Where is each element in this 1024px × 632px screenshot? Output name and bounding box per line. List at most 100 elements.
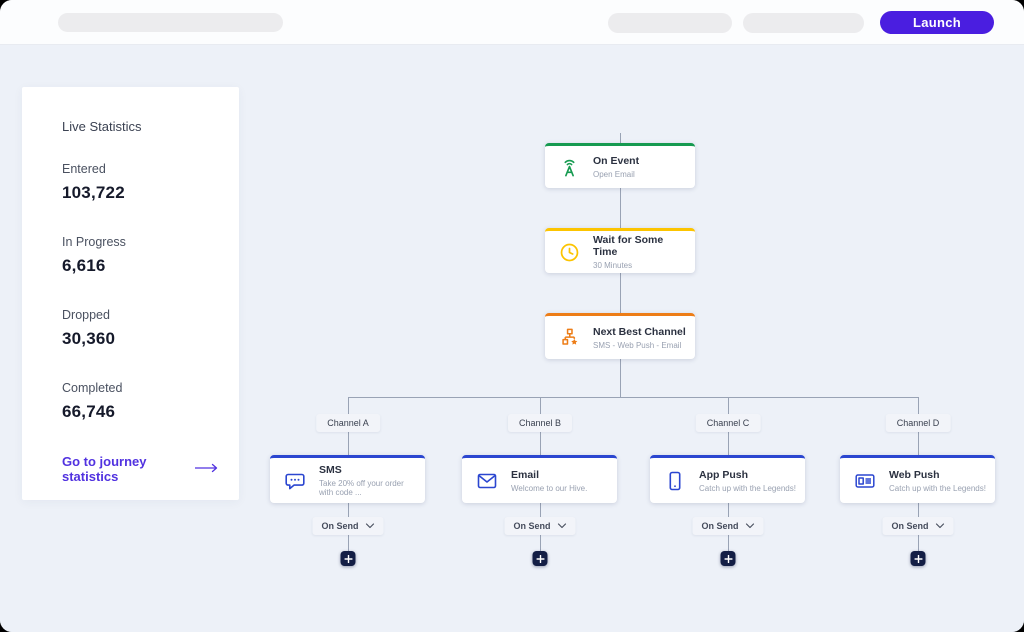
channel-label-b: Channel B: [507, 414, 573, 432]
connector-line: [348, 534, 349, 551]
stat-completed: Completed 66,746: [62, 381, 219, 422]
add-node-button[interactable]: [340, 551, 356, 566]
chevron-down-icon: [365, 521, 375, 531]
node-subtitle: Take 20% off your order with code ...: [319, 479, 404, 497]
node-title: SMS: [319, 464, 342, 476]
node-subtitle: Open Email: [593, 170, 635, 179]
node-subtitle: 30 Minutes: [593, 261, 633, 270]
stat-label: Completed: [62, 381, 123, 395]
node-text: App Push Catch up with the Legends!: [699, 469, 796, 493]
node-text: Web Push Catch up with the Legends!: [889, 469, 986, 493]
node-next-best-channel[interactable]: Next Best Channel SMS - Web Push - Email: [545, 313, 695, 359]
connector-line: [619, 188, 621, 228]
connector-line: [728, 503, 729, 517]
node-app-push[interactable]: App Push Catch up with the Legends!: [650, 455, 805, 503]
connector-line: [918, 431, 919, 455]
journey-statistics-link[interactable]: Go to journey statistics: [62, 454, 219, 484]
chevron-down-icon: [745, 521, 755, 531]
node-title: App Push: [699, 468, 748, 481]
node-subtitle: Catch up with the Legends!: [699, 483, 796, 493]
add-node-button[interactable]: [720, 551, 736, 566]
node-web-push[interactable]: Web Push Catch up with the Legends!: [840, 455, 995, 503]
journey-canvas: Live Statistics Entered 103,722 In Progr…: [0, 45, 1024, 632]
on-send-dropdown[interactable]: On Send: [882, 517, 954, 535]
stat-label: Dropped: [62, 308, 110, 322]
node-subtitle: Catch up with the Legends!: [889, 483, 986, 493]
email-icon: [475, 469, 499, 493]
journey-statistics-link-label: Go to journey statistics: [62, 454, 147, 484]
journey-name-input[interactable]: [58, 13, 283, 32]
connector-line: [348, 431, 349, 455]
back-button[interactable]: [24, 13, 44, 31]
stat-value: 103,722: [62, 183, 125, 202]
node-email[interactable]: Email Welcome to our Hive.: [462, 455, 617, 503]
node-text: Email Welcome to our Hive.: [511, 469, 587, 493]
toolbar-placeholder-button-2[interactable]: [743, 13, 864, 33]
on-send-label: On Send: [891, 521, 929, 531]
broadcast-icon: [558, 156, 581, 179]
connector-line: [348, 397, 918, 398]
live-statistics-panel: Live Statistics Entered 103,722 In Progr…: [22, 87, 239, 500]
web-push-icon: [853, 469, 877, 493]
stat-entered: Entered 103,722: [62, 162, 219, 203]
hierarchy-star-icon: [558, 326, 581, 349]
sms-icon: [283, 469, 307, 493]
node-title: Wait for Some Time: [593, 234, 664, 258]
node-subtitle: Welcome to our Hive.: [511, 483, 588, 493]
connector-line: [540, 397, 541, 414]
node-title: Email: [511, 468, 540, 481]
node-title: On Event: [593, 155, 640, 167]
on-send-label: On Send: [321, 521, 359, 531]
flow-graph: On Event Open Email Wait for Some Time 3…: [0, 45, 1024, 632]
connector-line: [348, 503, 349, 517]
connector-line: [540, 503, 541, 517]
connector-line: [540, 431, 541, 455]
add-node-button[interactable]: [532, 551, 548, 566]
toolbar-placeholder-button-1[interactable]: [608, 13, 732, 33]
node-text: SMS Take 20% off your order with code ..…: [319, 464, 417, 497]
arrow-left-icon: [24, 12, 43, 32]
app-push-icon: [663, 469, 687, 493]
stat-label: In Progress: [62, 235, 126, 249]
stat-dropped: Dropped 30,360: [62, 308, 219, 349]
connector-line: [619, 273, 621, 313]
add-node-button[interactable]: [910, 551, 926, 566]
node-text: On Event Open Email: [593, 155, 639, 179]
plus-icon: [343, 551, 353, 566]
node-title: Next Best Channel: [593, 325, 686, 338]
plus-icon: [723, 551, 733, 566]
connector-line: [918, 397, 919, 414]
on-send-dropdown[interactable]: On Send: [312, 517, 384, 535]
connector-line: [348, 397, 349, 414]
connector-line: [619, 359, 621, 397]
stat-value: 6,616: [62, 256, 106, 275]
launch-button[interactable]: Launch: [880, 11, 994, 34]
arrow-right-icon: [194, 460, 219, 478]
on-send-dropdown[interactable]: On Send: [692, 517, 764, 535]
stat-label: Entered: [62, 162, 106, 176]
on-send-label: On Send: [513, 521, 551, 531]
connector-line: [918, 534, 919, 551]
chevron-down-icon: [557, 521, 567, 531]
plus-icon: [913, 551, 923, 566]
channel-label-a: Channel A: [316, 414, 380, 432]
channel-label-c: Channel C: [695, 414, 761, 432]
stats-panel-title: Live Statistics: [62, 119, 142, 134]
top-bar: Launch: [0, 0, 1024, 45]
node-sms[interactable]: SMS Take 20% off your order with code ..…: [270, 455, 425, 503]
node-text: Next Best Channel SMS - Web Push - Email: [593, 326, 686, 350]
connector-line: [728, 431, 729, 455]
node-wait[interactable]: Wait for Some Time 30 Minutes: [545, 228, 695, 273]
clock-icon: [558, 241, 581, 264]
node-text: Wait for Some Time 30 Minutes: [593, 234, 687, 270]
connector-line: [619, 133, 621, 143]
connector-line: [728, 534, 729, 551]
node-on-event[interactable]: On Event Open Email: [545, 143, 695, 188]
channel-label-d: Channel D: [885, 414, 951, 432]
node-subtitle: SMS - Web Push - Email: [593, 340, 682, 350]
on-send-dropdown[interactable]: On Send: [504, 517, 576, 535]
plus-icon: [535, 551, 545, 566]
on-send-label: On Send: [701, 521, 739, 531]
